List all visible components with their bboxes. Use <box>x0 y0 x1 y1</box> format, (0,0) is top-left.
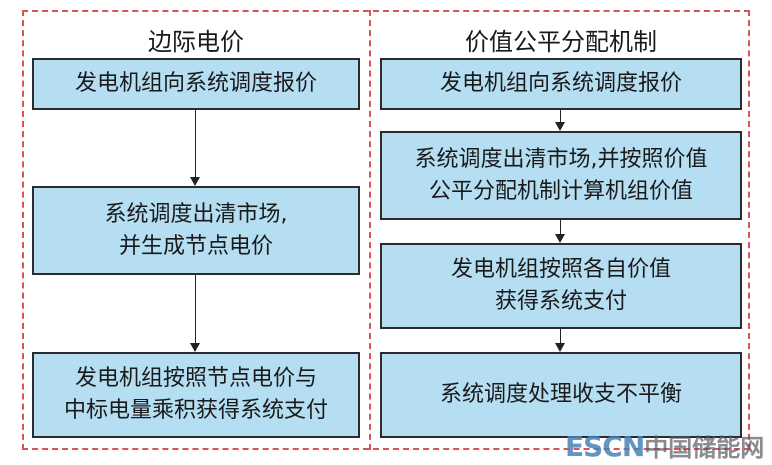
outer-dashed-frame <box>22 10 750 450</box>
step-text: 获得系统支付 <box>494 289 627 314</box>
column-divider <box>369 10 371 450</box>
watermark-cn: 中国储能网 <box>644 434 765 462</box>
right-step-1: 发电机组向系统调度报价 <box>380 58 742 110</box>
watermark-latin: ESCN <box>565 430 645 463</box>
step-text: 发电机组按照节点电价与 <box>74 366 317 391</box>
left-step-2: 系统调度出清市场, 并生成节点电价 <box>32 186 360 275</box>
watermark-logo: ESCN中国储能网 <box>565 428 764 463</box>
right-step-2: 系统调度出清市场,并按照价值 公平分配机制计算机组价值 <box>380 131 742 220</box>
right-step-4: 系统调度处理收支不平衡 <box>380 352 742 438</box>
step-text: 系统调度出清市场,并按照价值 <box>414 146 708 172</box>
connector-line <box>195 275 196 343</box>
left-column-title: 边际电价 <box>148 28 244 56</box>
step-text: 系统调度出清市场, <box>104 201 288 227</box>
step-text: 中标电量乘积获得系统支付 <box>63 398 328 423</box>
arrow-down-icon <box>190 343 200 352</box>
step-text: 发电机组向系统调度报价 <box>74 71 317 96</box>
arrow-down-icon <box>555 122 565 131</box>
step-text: 发电机组向系统调度报价 <box>439 71 682 96</box>
step-text: 发电机组按照各自价值 <box>450 257 671 282</box>
right-column-title: 价值公平分配机制 <box>465 28 657 56</box>
arrow-down-icon <box>555 234 565 243</box>
right-step-3: 发电机组按照各自价值 获得系统支付 <box>380 243 742 329</box>
connector-line <box>560 110 561 123</box>
step-text: 公平分配机制计算机组价值 <box>428 178 693 204</box>
connector-line <box>560 329 561 344</box>
arrow-down-icon <box>190 177 200 186</box>
arrow-down-icon <box>555 343 565 352</box>
left-step-3: 发电机组按照节点电价与 中标电量乘积获得系统支付 <box>32 352 360 438</box>
step-text: 系统调度处理收支不平衡 <box>439 382 682 407</box>
step-text: 并生成节点电价 <box>118 233 273 259</box>
connector-line <box>560 220 561 235</box>
connector-line <box>195 110 196 178</box>
left-step-1: 发电机组向系统调度报价 <box>32 58 360 110</box>
